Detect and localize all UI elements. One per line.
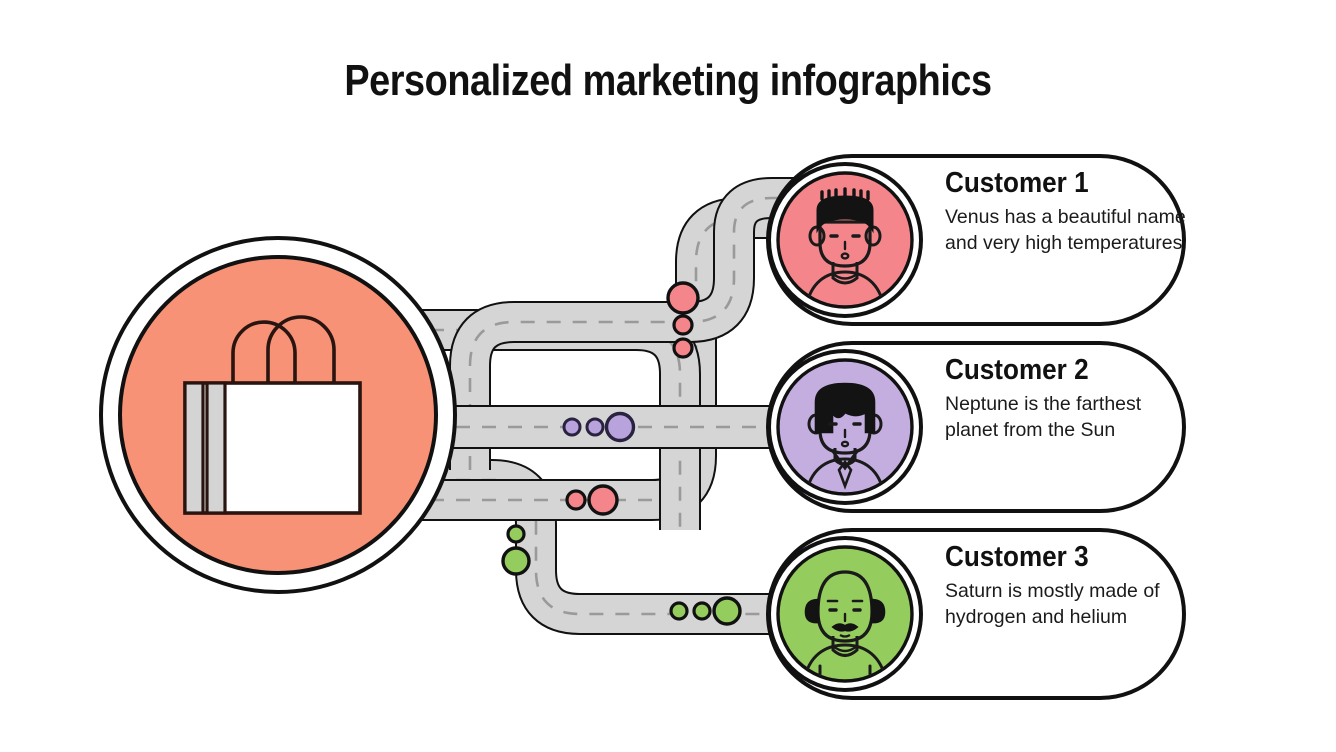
shopping-bag-hub (99, 236, 457, 594)
shopping-bag-icon (183, 315, 362, 515)
avatar-customer-3 (802, 570, 888, 681)
card-title-customer-3: Customer 3 (945, 541, 1089, 573)
card-customer-2[interactable] (766, 341, 1186, 513)
road-markers-bottom (669, 596, 742, 626)
avatar-customer-1 (804, 187, 886, 307)
card-body-customer-3: Saturn is mostly made of hydrogen and he… (945, 580, 1160, 628)
card-customer-3[interactable] (766, 528, 1186, 700)
card-title-customer-2: Customer 2 (945, 354, 1089, 386)
road-markers-bottom-vertical (501, 524, 531, 576)
road-markers-middle (562, 411, 636, 443)
card-customer-1[interactable] (766, 154, 1186, 326)
road-markers-top (666, 281, 700, 359)
avatar-customer-2 (804, 382, 886, 494)
page-title: Personalized marketing infographics (344, 56, 992, 105)
card-text-customer-3: Customer 3 Saturn is mostly made of hydr… (945, 542, 1195, 630)
card-body-customer-2: Neptune is the farthest planet from the … (945, 393, 1142, 441)
card-title-customer-1: Customer 1 (945, 167, 1089, 199)
road-markers-lower-middle (565, 484, 619, 516)
card-text-customer-1: Customer 1 Venus has a beautiful name an… (945, 168, 1195, 256)
card-body-customer-1: Venus has a beautiful name and very high… (945, 206, 1186, 254)
card-text-customer-2: Customer 2 Neptune is the farthest plane… (945, 355, 1195, 443)
road-top-hook (449, 177, 860, 470)
